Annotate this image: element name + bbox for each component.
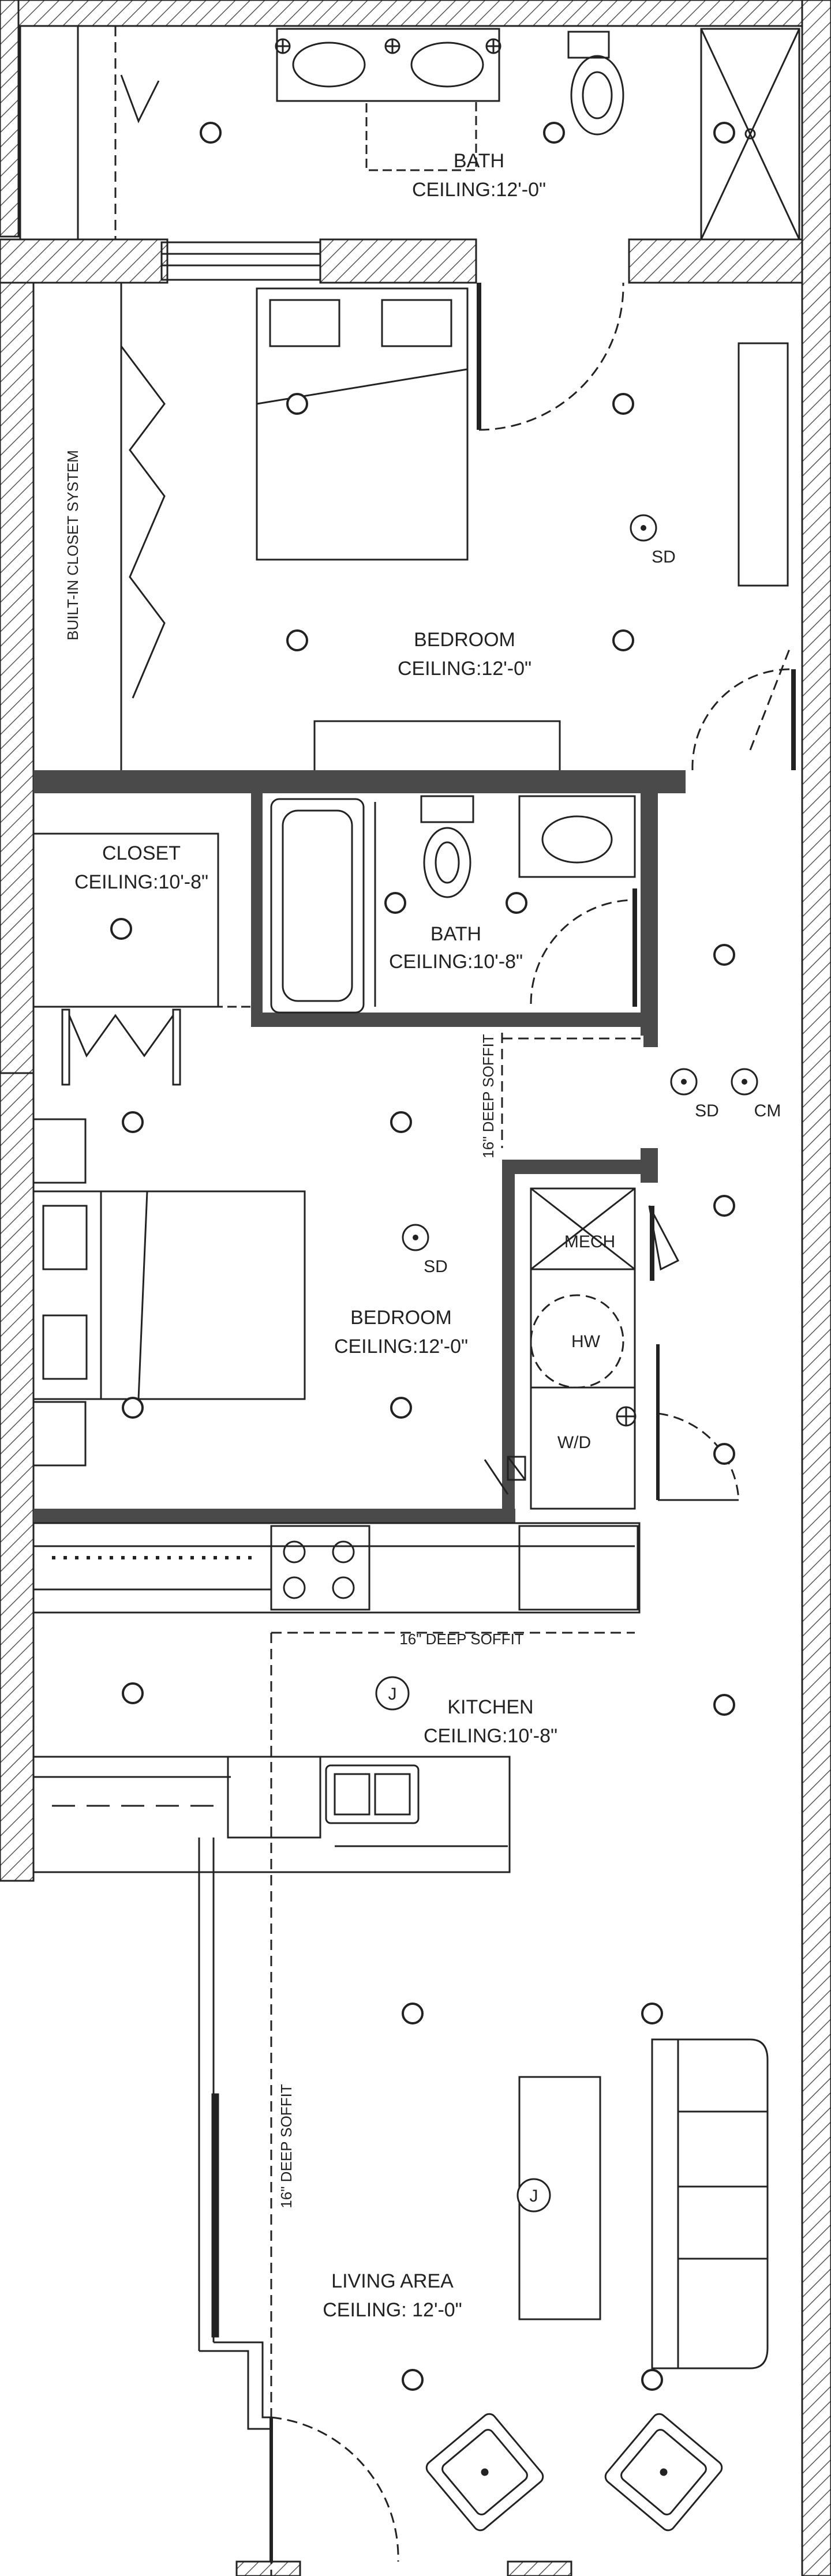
bedroom-1-name: BEDROOM [414, 629, 515, 651]
sd-label-bedroom-1: SD [652, 548, 676, 567]
closet [32, 833, 254, 1086]
soffit-label-kitchen: 16" DEEP SOFFIT [399, 1630, 523, 1648]
recessed-lights [110, 122, 735, 2391]
wd-label: W/D [557, 1433, 591, 1452]
soffit-label-upper: 16" DEEP SOFFIT [480, 1034, 497, 1158]
bath-top-name: BATH [454, 150, 504, 172]
closet-system-label: BUILT-IN CLOSET SYSTEM [64, 450, 81, 640]
kitchen-ceiling: CEILING:10'-8" [424, 1725, 557, 1747]
room-labels: BATH CEILING:12'-0" BEDROOM CEILING:12'-… [74, 150, 557, 2321]
hw-label: HW [571, 1332, 601, 1351]
living-ceiling: CEILING: 12'-0" [323, 2299, 462, 2321]
mech-label: MECH [564, 1232, 615, 1251]
mid-bath [270, 795, 637, 1014]
bath-mid-ceiling: CEILING:10'-8" [389, 951, 523, 973]
kitchen [32, 1522, 641, 2576]
interior-walls [33, 770, 686, 1523]
smoke-detectors [402, 514, 758, 1251]
annotation-labels: BUILT-IN CLOSET SYSTEM 16" DEEP SOFFIT 1… [64, 450, 781, 2208]
bedroom-2 [32, 1118, 306, 1467]
living-name: LIVING AREA [331, 2270, 454, 2292]
closet-name: CLOSET [102, 842, 181, 864]
kitchen-name: KITCHEN [447, 1696, 533, 1718]
sd-label-bedroom-2: SD [424, 1257, 448, 1276]
cm-label-hall: CM [754, 1101, 781, 1120]
mech-room [484, 1187, 740, 1510]
bedroom-1 [120, 282, 796, 777]
junction-label-kitchen: J [388, 1685, 397, 1704]
bath-top-ceiling: CEILING:12'-0" [412, 179, 546, 201]
bedroom-1-ceiling: CEILING:12'-0" [398, 658, 531, 680]
top-bath [19, 25, 800, 281]
bath-mid-name: BATH [431, 923, 481, 945]
soffit-label-living: 16" DEEP SOFFIT [278, 2084, 295, 2208]
junction-label-living: J [530, 2187, 538, 2206]
bedroom-2-ceiling: CEILING:12'-0" [334, 1336, 468, 1358]
junction-boxes [375, 1676, 551, 2213]
sd-label-hall: SD [695, 1101, 719, 1120]
soffit-lines [501, 1033, 641, 1148]
closet-ceiling: CEILING:10'-8" [74, 871, 208, 893]
living-area [198, 1838, 769, 2562]
bedroom-2-name: BEDROOM [350, 1307, 452, 1329]
